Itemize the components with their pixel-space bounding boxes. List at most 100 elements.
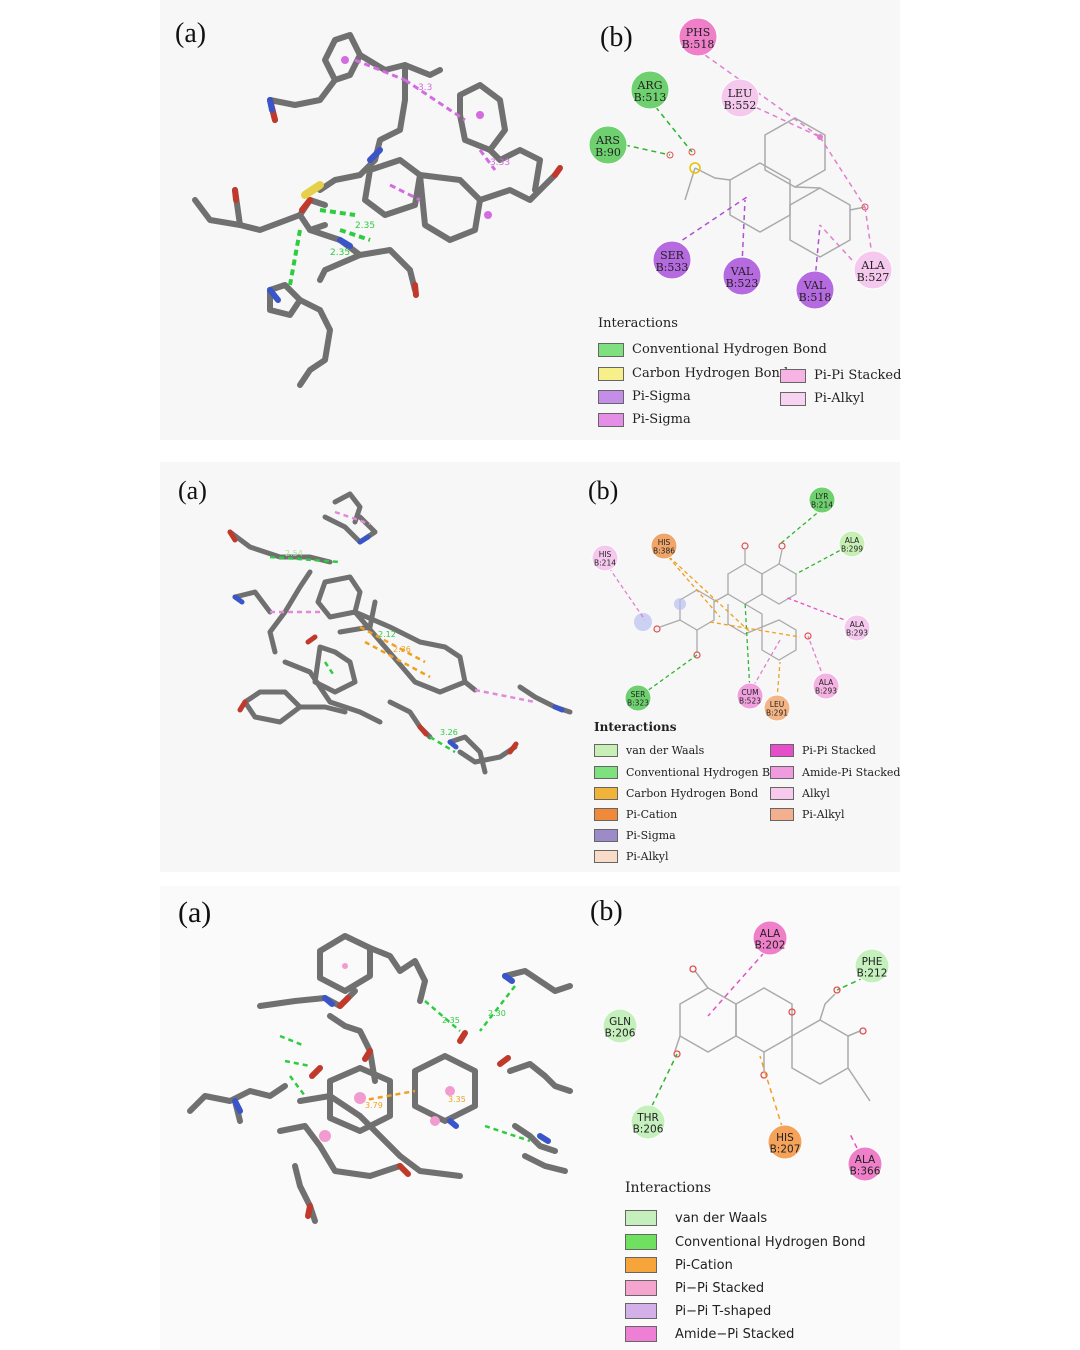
legend-title: Interactions — [598, 316, 678, 331]
panel-3-2d-interaction-diagram: ALAB:202PHEB:212GLNB:206THRB:206HISB:207… — [602, 920, 890, 1182]
residue-chain: B:293 — [815, 687, 837, 696]
legend-label: Pi-Sigma — [632, 412, 691, 427]
legend-item: Pi-Cation — [594, 808, 677, 821]
residue-circle — [591, 544, 619, 572]
legend-label: Pi-Alkyl — [626, 850, 669, 863]
residue-circle — [853, 250, 893, 290]
residue-circle — [588, 125, 628, 165]
legend-item: Pi-Alkyl — [770, 808, 845, 821]
legend-item: Conventional Hydrogen Bond — [625, 1234, 866, 1250]
residue-circle — [602, 1008, 638, 1044]
residue-circle — [763, 694, 791, 722]
residue-name: ARG — [636, 79, 662, 92]
legend-swatch — [594, 744, 618, 757]
legend-swatch — [770, 787, 794, 800]
residue-chain: B:291 — [766, 709, 788, 718]
aromatic-ring — [761, 563, 797, 605]
panel-1-3d-docking-view: 2.35 2.35 3.3 3.33 — [192, 32, 563, 388]
legend-label: Pi-Sigma — [632, 389, 691, 404]
aromatic-ring-c — [791, 1019, 849, 1085]
panel-3-distance-label: 2.30 — [488, 1009, 506, 1018]
legend-swatch — [594, 808, 618, 821]
residue-circle — [650, 532, 678, 560]
residue-name: PHE — [862, 956, 883, 968]
legend-label: Carbon Hydrogen Bond — [632, 366, 789, 381]
residue-chain: B:533 — [656, 261, 689, 274]
legend-swatch — [598, 342, 624, 357]
legend-label: Pi-Sigma — [626, 829, 676, 842]
legend-label: Conventional Hydrogen Bond — [632, 342, 827, 357]
legend-swatch — [625, 1303, 657, 1319]
legend-label: Amide−Pi Stacked — [675, 1326, 795, 1342]
panel-3-label-a: (a) — [178, 896, 212, 929]
residue-name: LEU — [770, 700, 784, 709]
residue-circle — [808, 486, 836, 514]
residue-chain: B:552 — [724, 99, 757, 112]
legend-item: Pi-Pi Stacked — [770, 744, 876, 757]
residue-name: ALA — [855, 1154, 876, 1166]
residue-name: GLN — [609, 1016, 631, 1028]
residue-circle — [624, 684, 652, 712]
residue-circle — [838, 530, 866, 558]
legend-swatch — [625, 1257, 657, 1273]
residue-chain: B:323 — [627, 699, 649, 708]
panel-3-distance-label: 2.35 — [442, 1016, 460, 1025]
residue-circle — [630, 70, 670, 110]
legend-label: Pi-Pi Stacked — [802, 744, 876, 757]
figure-panel-2: (a) (b) — [160, 462, 900, 872]
legend-label: Conventional Hydrogen Bond — [626, 766, 791, 779]
legend-label: Conventional Hydrogen Bond — [675, 1234, 866, 1250]
residue-circle — [652, 240, 692, 280]
legend-swatch — [625, 1280, 657, 1296]
residue-chain: B:206 — [605, 1028, 636, 1040]
residue-name: LEU — [728, 87, 753, 100]
legend-swatch — [770, 744, 794, 757]
residue-name: ALA — [850, 620, 865, 629]
phenyl-ring — [761, 619, 797, 661]
legend-title: Interactions — [625, 1180, 712, 1196]
legend-swatch — [594, 766, 618, 779]
legend-label: Amide-Pi Stacked — [802, 766, 901, 779]
panel-2-label-a: (a) — [178, 476, 207, 505]
legend-label: Pi-Alkyl — [802, 808, 845, 821]
legend-label: Pi−Pi Stacked — [675, 1280, 765, 1296]
aromatic-ring — [727, 603, 763, 635]
legend-swatch — [625, 1210, 657, 1226]
legend-item: Pi-Pi Stacked — [780, 368, 901, 383]
residue-circle — [630, 1104, 666, 1140]
residue-circle — [736, 682, 764, 710]
legend-item: Pi-Alkyl — [594, 850, 669, 863]
panel-3-distance-label: 3.35 — [448, 1095, 466, 1104]
residue-name: ALA — [760, 928, 781, 940]
legend-swatch — [598, 389, 624, 404]
residue-name: CUM — [741, 688, 758, 697]
residue-chain: B:299 — [841, 545, 863, 554]
panel-3-distance-label: 3.79 — [365, 1101, 383, 1110]
legend-item: Pi−Pi Stacked — [625, 1280, 764, 1296]
residue-name: LYR — [816, 492, 829, 501]
panel-2-distance-label: 2.36 — [393, 645, 411, 654]
legend-swatch — [625, 1326, 657, 1342]
panel-1-distance-label: 2.35 — [355, 221, 375, 231]
legend-item: Pi-Sigma — [594, 829, 676, 842]
panel-1-label-b: (b) — [600, 22, 633, 53]
legend-item: van der Waals — [594, 744, 704, 757]
residue-chain: B:207 — [770, 1144, 801, 1156]
residue-circle — [767, 1124, 803, 1160]
